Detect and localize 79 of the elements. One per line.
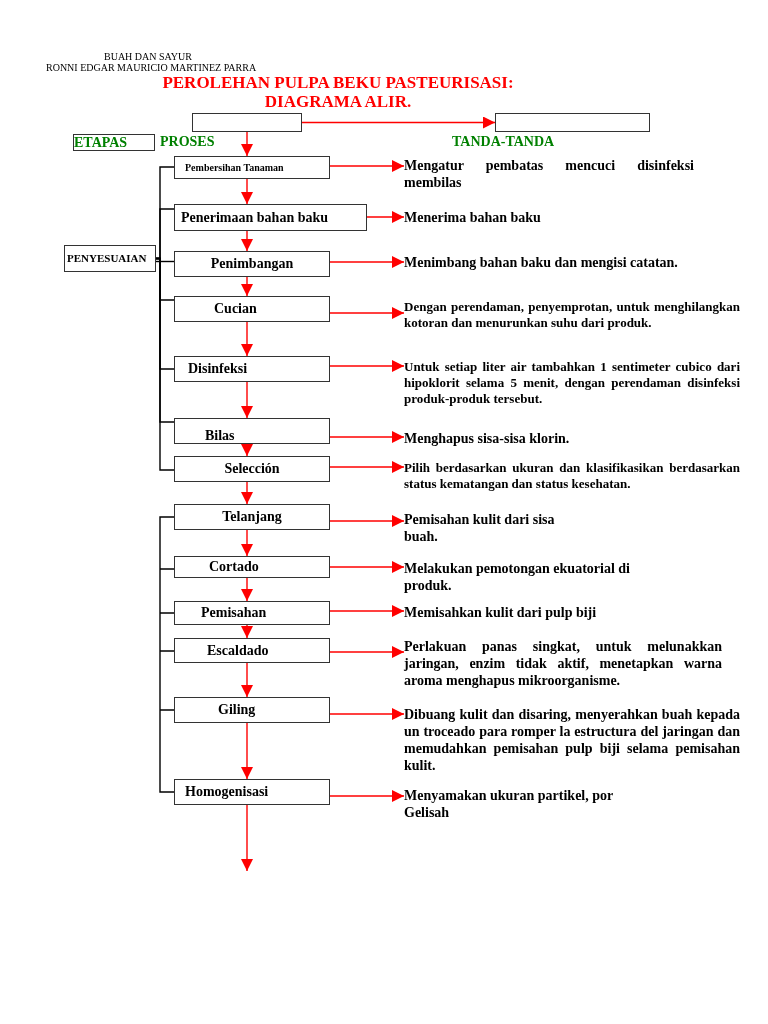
heading-box [73, 134, 155, 151]
step-description: Menimbang bahan baku dan mengisi catatan. [404, 254, 740, 271]
flow-arrow [241, 131, 253, 157]
step-name: Pembersihan Tanaman [185, 162, 284, 173]
process-box [174, 638, 330, 663]
flow-arrow [329, 461, 405, 473]
flow-arrow [241, 481, 253, 505]
process-box [174, 601, 330, 625]
step-description: Pilih berdasarkan ukuran dan klasifikasikan berdasarkan status kematangan dan status kesehatan. [404, 460, 740, 492]
flow-arrow [329, 646, 405, 658]
flow-arrow [241, 276, 253, 297]
flow-arrow [241, 722, 253, 780]
process-box [174, 418, 330, 444]
flow-arrow [241, 662, 253, 698]
step-description: Perlakuan panas singkat, untuk melunakkan jaringan, enzim tidak aktif, menetapkan warna aroma menghapus mikroorganisme. [404, 638, 722, 689]
step-name: Escaldado [207, 642, 269, 659]
flow-arrow [241, 381, 253, 419]
step-description: Menyamakan ukuran partikel, por Gelisah [404, 787, 649, 821]
flow-arrow [329, 605, 405, 617]
flow-arrow [241, 443, 253, 457]
step-name: Disinfeksi [188, 361, 248, 377]
process-box [174, 251, 330, 277]
connector-line [155, 257, 175, 471]
step-description: Menghapus sisa-sisa klorin. [404, 430, 740, 447]
step-description: Mengatur pembatas mencuci disinfeksi membilas [404, 157, 694, 191]
step-name: Selección [224, 461, 280, 477]
flow-arrow [329, 790, 405, 802]
step-name: Giling [218, 702, 256, 718]
flow-arrow [329, 561, 405, 573]
flow-arrow [241, 230, 253, 252]
step-description: Melakukan pemotongan ekuatorial di produk. [404, 560, 666, 594]
process-box [174, 456, 330, 482]
author-name: RONNI EDGAR MAURICIO MARTINEZ PARRA [46, 62, 257, 73]
flow-arrow [241, 577, 253, 602]
flow-arrow [329, 515, 405, 527]
flow-arrow [241, 804, 253, 872]
flow-arrow [301, 116, 496, 129]
step-description: Memisahkan kulit dari pulp biji [404, 604, 740, 621]
flow-arrow [329, 256, 405, 268]
step-description: Menerima bahan baku [404, 209, 740, 226]
empty-box [495, 113, 650, 132]
flow-arrow [241, 178, 253, 205]
flow-arrow [329, 708, 405, 720]
flow-arrow [329, 160, 405, 172]
flow-arrow [329, 360, 405, 372]
group-label: PENYESUAIAN [67, 252, 147, 265]
step-name: Pemisahan [201, 605, 267, 621]
flow-arrow [241, 529, 253, 557]
step-name: Penerimaan bahan baku [181, 209, 329, 226]
step-description: Dengan perendaman, penyemprotan, untuk menghilangkan kotoran dan menurunkan suhu dari produk. [404, 299, 740, 331]
column-heading: PROSES [160, 134, 215, 150]
group-box [64, 245, 156, 272]
step-name: Bilas [205, 427, 235, 443]
diagram-title: PEROLEHAN PULPA BEKU PASTEURISASI: DIAGRAMA ALIR. [161, 73, 515, 111]
step-description: Dibuang kulit dan disaring, menyerahkan buah kepada un troceado para romper la estructura del jaringan dan memudahkan pemisahan pulp biji selama pemisahan kulit. [404, 706, 740, 774]
process-box [174, 204, 367, 231]
step-description: Pemisahan kulit dari sisa buah. [404, 511, 576, 545]
flow-arrow [329, 431, 405, 443]
step-name: Cortado [209, 559, 259, 575]
flow-arrow [241, 624, 253, 639]
process-box [174, 504, 330, 530]
process-box [174, 779, 330, 805]
flow-arrow [329, 307, 405, 319]
step-name: Homogenisasi [185, 784, 269, 800]
process-box [174, 356, 330, 382]
process-box [174, 697, 330, 723]
column-heading: TANDA-TANDA [452, 134, 555, 150]
step-name: Telanjang [222, 509, 282, 525]
column-heading: ETAPAS [74, 134, 128, 151]
step-name: Cucian [214, 301, 257, 317]
step-description: Untuk setiap liter air tambahkan 1 sentimeter cubico dari hipoklorit selama 5 menit, dengan perendaman disinfeksi produk-produk tersebut. [404, 359, 740, 407]
process-box [174, 296, 330, 322]
flow-arrow [241, 321, 253, 357]
process-box [174, 556, 330, 578]
step-name: Penimbangan [210, 256, 294, 272]
empty-box [192, 113, 302, 132]
subject-heading: BUAH DAN SAYUR [104, 51, 192, 62]
process-box [174, 156, 330, 179]
flow-arrow [366, 211, 405, 223]
